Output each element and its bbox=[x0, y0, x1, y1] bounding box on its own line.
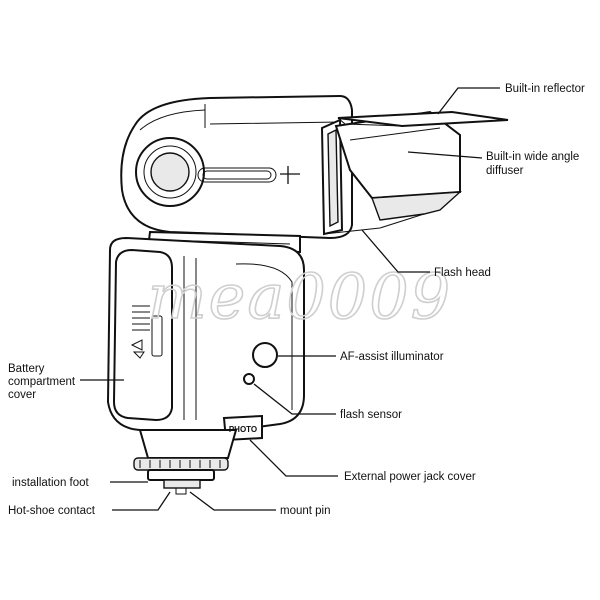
leader-power-jack bbox=[249, 439, 338, 477]
label-battery-line2: compartment bbox=[8, 376, 76, 388]
label-hot-shoe-contact: Hot-shoe contact bbox=[8, 505, 96, 517]
leader-reflector bbox=[437, 87, 500, 115]
leader-mount-pin bbox=[189, 491, 276, 511]
label-battery-line1: Battery bbox=[8, 363, 45, 375]
logo-text: PHOTO bbox=[229, 425, 257, 434]
leader-diffuser bbox=[407, 151, 483, 159]
leader-hot-shoe bbox=[112, 491, 171, 511]
watermark-text: mea0009 bbox=[148, 260, 452, 333]
label-diffuser-line2: diffuser bbox=[486, 165, 524, 177]
label-installation-foot: installation foot bbox=[12, 477, 90, 489]
label-diffuser-line1: Built-in wide angle bbox=[486, 151, 579, 163]
label-mount-pin: mount pin bbox=[280, 505, 331, 517]
label-af-assist: AF-assist illuminator bbox=[340, 351, 444, 363]
leader-flash-sensor bbox=[253, 383, 336, 415]
flash-head-drawing bbox=[120, 94, 509, 240]
body-drawing bbox=[106, 236, 305, 442]
foot-drawing bbox=[133, 429, 238, 495]
leader-lines bbox=[80, 87, 500, 511]
label-built-in-reflector: Built-in reflector bbox=[505, 83, 585, 95]
label-flash-sensor: flash sensor bbox=[340, 409, 402, 421]
label-power-jack-cover: External power jack cover bbox=[344, 471, 476, 483]
label-flash-head: Flash head bbox=[434, 267, 491, 279]
leader-flash-head bbox=[361, 229, 430, 273]
label-battery-line3: cover bbox=[8, 389, 36, 401]
